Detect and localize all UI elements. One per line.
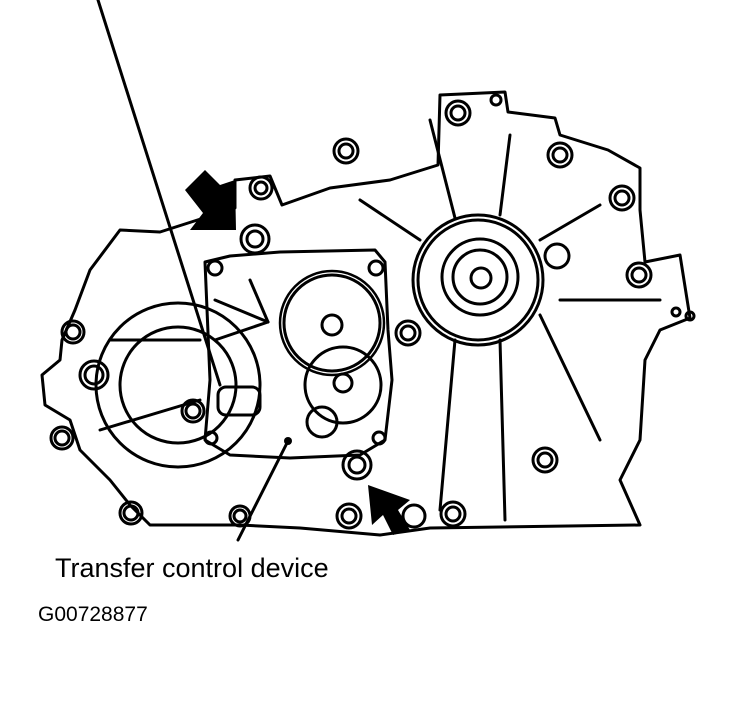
lower-right-arrow-icon (368, 485, 410, 535)
control-gear-lower (303, 345, 383, 425)
control-gear-upper (282, 273, 382, 373)
left-bearing-housing (118, 325, 238, 445)
rib (96, 0, 222, 387)
rib (538, 313, 602, 442)
connector-slot (216, 385, 262, 417)
output-shaft (469, 266, 493, 290)
gear-hub (320, 313, 344, 337)
callout-label: Transfer control device (55, 553, 329, 583)
rib (498, 133, 512, 217)
sensor-port (305, 405, 339, 439)
gear-hub (332, 372, 354, 394)
rib (428, 118, 457, 220)
rib (213, 320, 270, 342)
bolts (49, 93, 696, 530)
figure-id: G00728877 (38, 603, 148, 626)
control-gear-upper-rim (278, 269, 386, 377)
rib (213, 298, 270, 324)
rib (498, 338, 507, 522)
housing-outline (40, 90, 692, 537)
output-flange-mid (440, 237, 520, 317)
rib (538, 203, 602, 242)
output-flange-inner (451, 248, 509, 306)
rib (358, 198, 422, 242)
output-flange-outer (411, 213, 545, 347)
rib (438, 338, 457, 512)
output-flange-rim (416, 218, 540, 342)
rib (248, 278, 270, 324)
upper-left-arrow-icon (185, 170, 236, 230)
